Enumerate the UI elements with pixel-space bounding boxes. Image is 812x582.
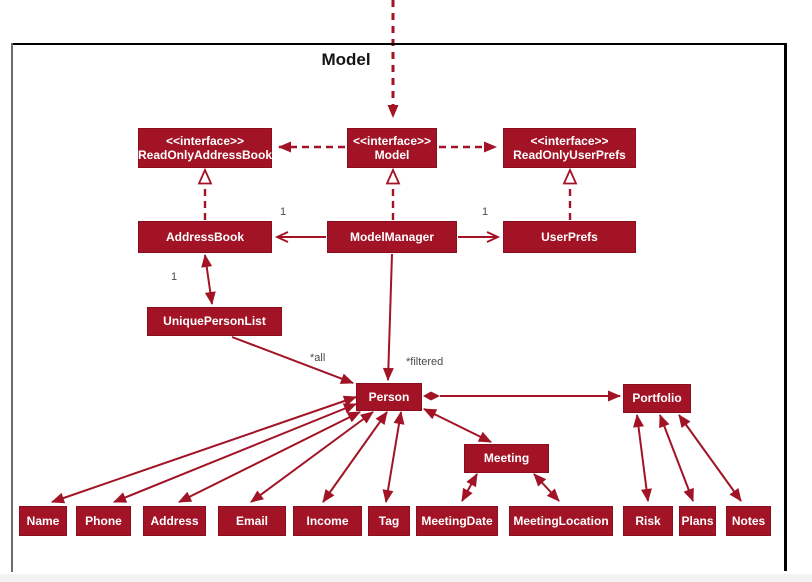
- edge-person-address: [178, 411, 361, 503]
- class-name: Tag: [378, 513, 400, 528]
- class-box-modelmanager: ModelManager: [327, 221, 457, 253]
- class-box-addressbook: AddressBook: [138, 221, 272, 253]
- class-name: Model: [374, 148, 410, 162]
- class-box-readonlyuserprefs: <<interface>> ReadOnlyUserPrefs: [503, 128, 636, 168]
- class-box-meetingdate: MeetingDate: [416, 506, 498, 536]
- stereotype-label: <<interface>>: [530, 133, 609, 148]
- class-box-name: Name: [19, 506, 67, 536]
- edge-person-phone: [113, 403, 357, 503]
- class-box-phone: Phone: [76, 506, 131, 536]
- multiplicity-modelmanager-userprefs: 1: [482, 206, 489, 218]
- class-box-person: Person: [356, 383, 422, 411]
- stereotype-label: <<interface>>: [352, 133, 432, 148]
- frame-border-right: [784, 43, 787, 571]
- class-name: MeetingLocation: [513, 513, 609, 528]
- class-name: UniquePersonList: [163, 314, 266, 329]
- class-box-address: Address: [143, 506, 206, 536]
- class-box-model-interface: <<interface>> Model: [347, 128, 437, 168]
- edge-modelmanager-to-person: [382, 253, 394, 381]
- class-name: Person: [368, 389, 410, 404]
- edge-meeting-meetinglocation: [533, 473, 560, 502]
- class-name: Email: [235, 513, 268, 528]
- edge-addressbook-uniquepersonlist: [201, 254, 216, 305]
- edge-portfolio-risk: [633, 414, 652, 502]
- class-name: AddressBook: [165, 229, 245, 244]
- class-name: ReadOnlyUserPrefs: [513, 148, 626, 162]
- class-box-email: Email: [218, 506, 286, 536]
- class-box-income: Income: [293, 506, 362, 536]
- class-box-uniquepersonlist: UniquePersonList: [147, 307, 282, 336]
- stereotype-label: <<interface>>: [165, 133, 245, 148]
- frame-border-left: [11, 43, 13, 572]
- class-name: Income: [306, 513, 349, 528]
- diagram-title: Model: [321, 50, 371, 69]
- class-name: Meeting: [483, 451, 530, 466]
- edge-person-email: [250, 411, 374, 503]
- frame-border-top: [11, 43, 787, 45]
- multiplicity-modelmanager-addressbook: 1: [280, 206, 287, 218]
- edge-meeting-meetingdate: [461, 473, 478, 502]
- class-name: MeetingDate: [421, 513, 493, 528]
- class-box-meetinglocation: MeetingLocation: [509, 506, 613, 536]
- class-name: ModelManager: [349, 229, 434, 244]
- class-name: Risk: [635, 513, 661, 528]
- class-name: Phone: [85, 513, 122, 528]
- edge-person-meeting: [423, 408, 492, 443]
- class-name: Address: [150, 513, 199, 528]
- edge-person-portfolio: [423, 390, 621, 402]
- class-box-readonlyaddressbook: <<interface>> ReadOnlyAddressBook: [138, 128, 272, 168]
- class-box-portfolio: Portfolio: [623, 384, 691, 413]
- multiplicity-addressbook-uniquepersonlist: 1: [171, 271, 178, 283]
- edge-person-tag: [382, 411, 405, 503]
- class-name: Portfolio: [632, 391, 682, 406]
- class-box-userprefs: UserPrefs: [503, 221, 636, 253]
- class-name: Notes: [731, 513, 766, 528]
- edge-portfolio-notes: [678, 414, 742, 502]
- edge-portfolio-plans: [659, 414, 694, 502]
- class-box-meeting: Meeting: [464, 444, 549, 473]
- edge-uniquepersonlist-to-person: [231, 336, 354, 384]
- class-box-risk: Risk: [623, 506, 673, 536]
- class-name: UserPrefs: [541, 229, 598, 244]
- class-box-tag: Tag: [368, 506, 410, 536]
- edge-person-income: [322, 411, 388, 503]
- class-name: Plans: [681, 513, 714, 528]
- label-filtered: *filtered: [406, 356, 444, 368]
- edge-person-name: [51, 395, 357, 504]
- label-all: *all: [310, 352, 326, 364]
- class-box-plans: Plans: [679, 506, 716, 536]
- class-name: ReadOnlyAddressBook: [137, 148, 273, 162]
- class-box-notes: Notes: [726, 506, 771, 536]
- page-bottom-edge: [0, 574, 812, 582]
- class-name: Name: [26, 513, 60, 528]
